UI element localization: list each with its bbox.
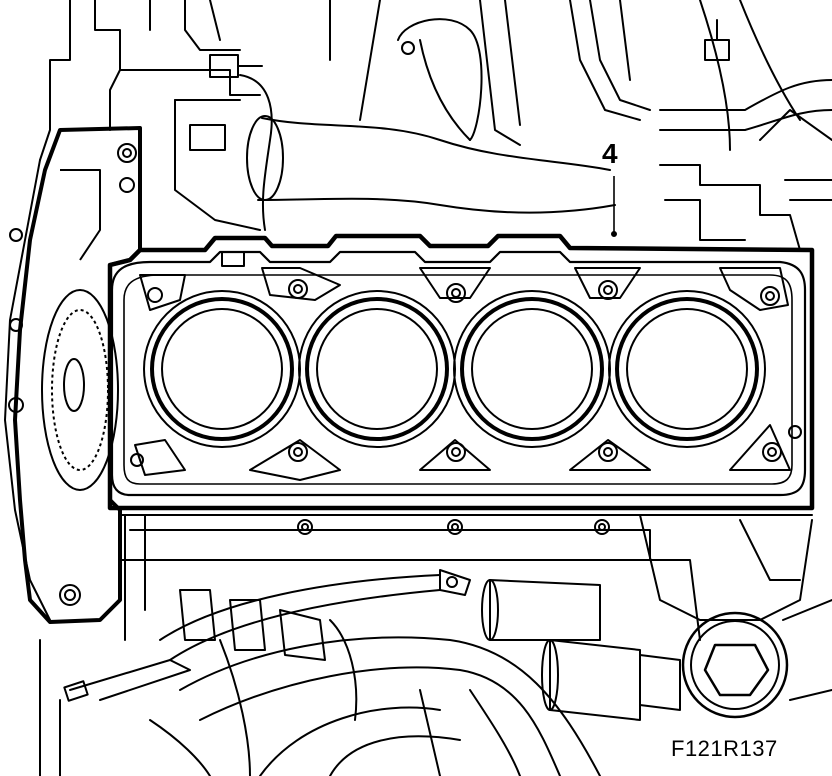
lower-engine-components (39, 514, 832, 776)
upper-engine-components (4, 0, 832, 621)
callout-leader (611, 176, 617, 237)
gasket-lower-passages (130, 424, 802, 481)
head-gasket (107, 233, 815, 511)
cylinder-bores (143, 290, 766, 448)
figure-reference: F121R137 (671, 736, 778, 761)
gasket-upper-passages (139, 251, 789, 311)
callout-number-4: 4 (602, 138, 618, 169)
